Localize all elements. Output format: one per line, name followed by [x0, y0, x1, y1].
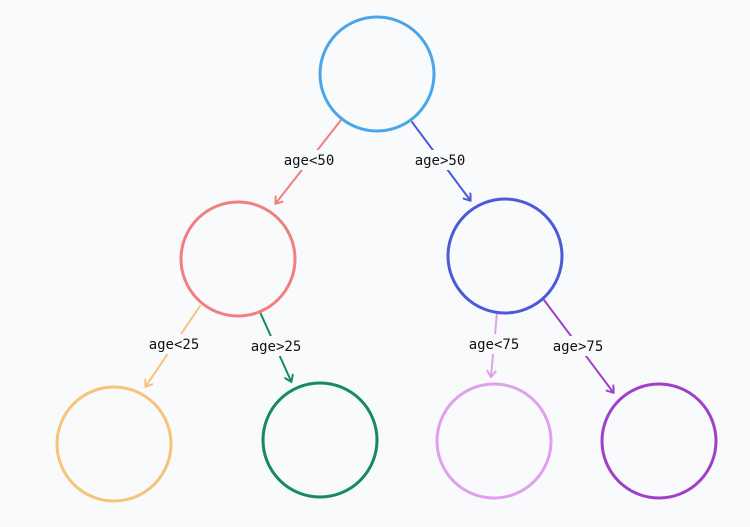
node-root — [318, 15, 436, 133]
edge-label-age-lt-75: age<75 — [469, 337, 520, 353]
edge-label-bg — [409, 150, 471, 170]
edge-label-age-lt-25: age<25 — [149, 337, 200, 353]
edge-label-age-gt-50: age>50 — [415, 153, 466, 169]
edge-label-age-lt-50: age<50 — [284, 153, 335, 169]
node-right — [446, 197, 564, 315]
node-left — [179, 200, 297, 318]
node-left-right — [261, 381, 379, 499]
edge-label-age-gt-75: age>75 — [553, 339, 604, 355]
node-left-left — [55, 385, 173, 503]
edge-label-age-gt-25: age>25 — [251, 339, 302, 355]
node-right-left — [435, 382, 553, 500]
node-right-right — [600, 382, 718, 500]
edge-label-bg — [143, 334, 205, 354]
edge-label-bg — [278, 150, 340, 170]
edge-label-bg — [245, 336, 307, 356]
edge-label-bg — [463, 334, 525, 354]
edge-label-bg — [547, 336, 609, 356]
